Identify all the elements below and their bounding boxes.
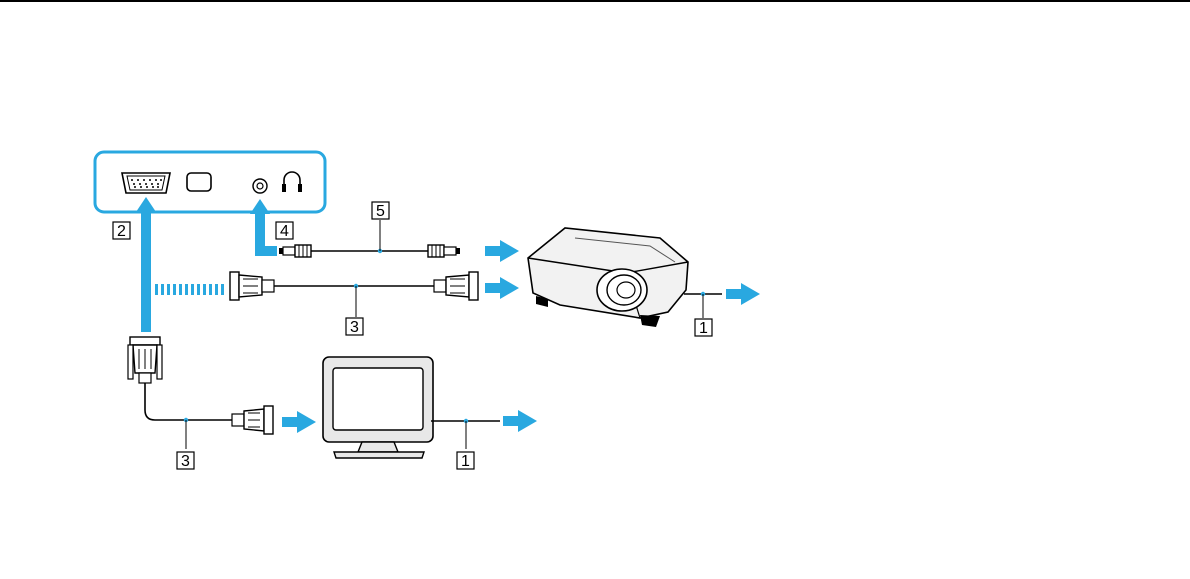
callout-monitor-power-label: 1 bbox=[461, 453, 470, 470]
projector-power-line bbox=[684, 283, 760, 318]
vga-link-arrow bbox=[136, 197, 156, 332]
audio-to-projector-arrow bbox=[485, 240, 519, 262]
monitor-icon bbox=[323, 357, 433, 458]
audio-cable bbox=[279, 220, 519, 262]
vga-to-monitor-arrow bbox=[282, 411, 316, 433]
vga-connector-left bbox=[230, 272, 274, 300]
callout-audio-cable-label: 5 bbox=[376, 203, 385, 220]
rounded-port-icon bbox=[187, 173, 211, 191]
vga-port-icon bbox=[122, 173, 170, 193]
monitor-vga-cable bbox=[145, 383, 316, 449]
callout-monitor-vga-cable: 3 bbox=[177, 452, 194, 470]
audio-plug-right bbox=[428, 245, 460, 257]
vga-connector-monitor bbox=[232, 406, 273, 434]
callout-projector-vga-cable: 3 bbox=[346, 318, 363, 336]
callout-monitor-power: 1 bbox=[457, 452, 474, 470]
vga-connector-right bbox=[434, 272, 478, 300]
callout-audio-cable: 5 bbox=[372, 202, 389, 220]
callout-projector-power-label: 1 bbox=[699, 320, 708, 337]
audio-plug-left bbox=[279, 245, 311, 257]
projector-vga-cable bbox=[230, 272, 519, 317]
dashed-link bbox=[155, 284, 224, 295]
vga-plug-vertical bbox=[128, 337, 162, 383]
computer-port-panel bbox=[95, 152, 325, 212]
callout-monitor-vga-cable-label: 3 bbox=[181, 453, 190, 470]
callout-projector-power: 1 bbox=[695, 319, 712, 337]
callout-projector-vga-cable-label: 3 bbox=[350, 319, 359, 336]
callout-vga-port-label: 2 bbox=[117, 223, 126, 240]
headphone-jack-icon bbox=[253, 179, 267, 193]
callout-headphone-jack-label: 4 bbox=[280, 223, 289, 240]
monitor-power-line bbox=[431, 410, 537, 449]
projector-icon bbox=[528, 228, 688, 327]
callout-vga-port: 2 bbox=[113, 222, 130, 240]
vga-to-projector-arrow bbox=[485, 277, 519, 299]
callout-headphone-jack: 4 bbox=[276, 222, 293, 240]
